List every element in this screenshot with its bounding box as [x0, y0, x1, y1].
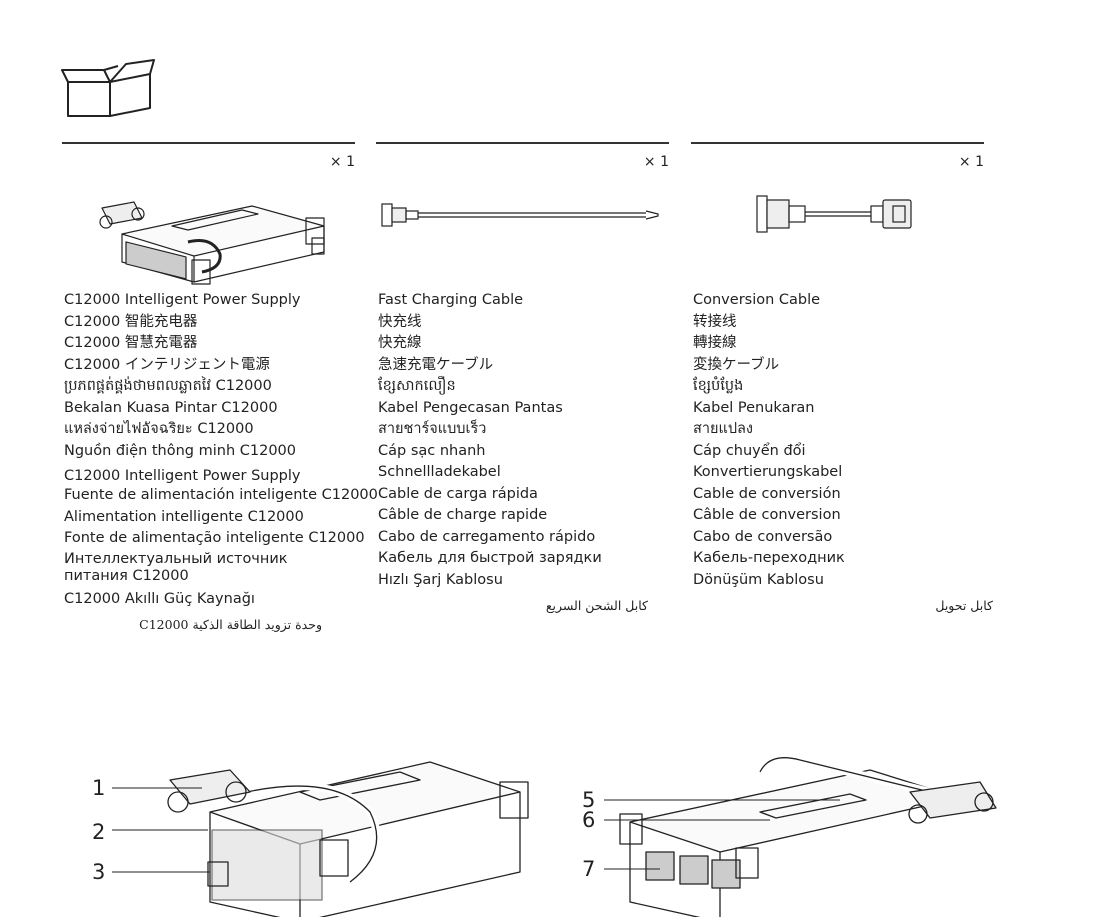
callout-1: 1: [92, 776, 106, 800]
name-tr: Hızlı Şarj Kablosu: [378, 571, 503, 588]
name-vi: Nguồn điện thông minh C12000: [64, 442, 297, 459]
quantity-label: × 1: [643, 154, 669, 170]
name-ja: C12000 インテリジェント電源: [64, 356, 270, 373]
name-zh-hant: 轉接線: [693, 335, 737, 351]
name-zh-hans: C12000 智能充电器: [64, 313, 198, 330]
name-fr: Câble de charge rapide: [378, 507, 548, 523]
name-ja: 急速充電ケーブル: [378, 356, 494, 373]
callout-5: 5: [582, 788, 596, 812]
name-pt: Cabo de carregamento rápido: [378, 528, 596, 545]
conversion-cable-illustration: [756, 195, 912, 233]
power-supply-front-diagram: [112, 761, 529, 917]
name-th: แหล่งจ่ายไฟอัจฉริยะ C12000: [64, 421, 254, 437]
callout-6: 6: [582, 808, 596, 832]
name-ar: كابل الشحن السريع: [545, 598, 648, 613]
name-fr: Alimentation intelligente C12000: [64, 508, 304, 525]
name-de: C12000 Intelligent Power Supply: [64, 468, 301, 484]
item-names: Conversion Cable 转接线 轉接線 変換ケーブル ខ្សែបំប្…: [693, 290, 993, 617]
name-en: Fast Charging Cable: [378, 292, 524, 308]
name-ru: Интеллектуальный источник питания C12000: [64, 550, 288, 584]
name-zh-hant: 快充線: [378, 335, 422, 351]
name-zh-hans: 转接线: [693, 313, 737, 330]
item-column-fast-charging-cable: × 1 Fast Charging Cable 快充线 快充線 急速充電ケーブル…: [376, 142, 669, 613]
name-km: ប្រភពផ្គត់ផ្គង់ថាមពលឆ្លាតវៃ C12000: [64, 378, 272, 394]
name-zh-hant: C12000 智慧充電器: [64, 335, 198, 351]
name-ja: 変換ケーブル: [693, 356, 780, 373]
name-tr: C12000 Akıllı Güç Kaynağı: [64, 590, 255, 607]
name-pt: Fonte de alimentação inteligente C12000: [64, 530, 365, 546]
name-th: สายแปลง: [693, 421, 754, 437]
divider: [691, 142, 984, 144]
name-zh-hans: 快充线: [378, 313, 422, 330]
name-tr: Dönüşüm Kablosu: [693, 571, 824, 588]
name-pt: Cabo de conversão: [693, 528, 833, 545]
name-ms: Bekalan Kuasa Pintar C12000: [64, 399, 278, 416]
name-es: Cable de carga rápida: [378, 485, 538, 502]
name-vi: Cáp chuyển đổi: [693, 442, 806, 459]
name-de: Schnellladekabel: [378, 464, 501, 480]
name-en: C12000 Intelligent Power Supply: [64, 292, 301, 308]
name-ar: وحدة تزويد الطاقة الذكية C12000: [139, 617, 322, 632]
callout-3: 3: [92, 860, 106, 884]
callout-2: 2: [92, 820, 106, 844]
name-en: Conversion Cable: [693, 292, 821, 308]
name-ar: كابل تحويل: [935, 598, 993, 613]
item-names: Fast Charging Cable 快充线 快充線 急速充電ケーブル ខ្ស…: [378, 290, 678, 617]
name-de: Konvertierungskabel: [693, 464, 843, 480]
power-supply-rear-diagram: [604, 753, 997, 917]
item-column-conversion-cable: × 1 Conversion Cable 转接线 轉接線 変換ケーブル ខ្សែ…: [691, 142, 993, 613]
name-ms: Kabel Penukaran: [693, 399, 815, 416]
name-fr: Câble de conversion: [693, 507, 841, 523]
name-km: ខ្សែសាកលឿន: [378, 378, 456, 394]
name-es: Cable de conversión: [693, 485, 841, 502]
quantity-label: × 1: [958, 154, 984, 170]
open-box-icon: [61, 59, 155, 117]
name-ms: Kabel Pengecasan Pantas: [378, 399, 563, 416]
divider: [62, 142, 355, 144]
item-column-power-supply: × 1 C12000 Intelligent Power Supply C120…: [62, 142, 378, 632]
callout-7: 7: [582, 857, 596, 881]
name-ru: Кабель-переходник: [693, 550, 845, 566]
item-names: C12000 Intelligent Power Supply C12000 智…: [64, 290, 378, 636]
name-ru: Кабель для быстрой зарядки: [378, 550, 602, 566]
power-supply-illustration: [99, 201, 325, 285]
name-vi: Cáp sạc nhanh: [378, 442, 486, 459]
name-km: ខ្សែបំប្លែង: [693, 378, 744, 394]
name-es: Fuente de alimentación inteligente C1200…: [64, 487, 378, 503]
quantity-label: × 1: [329, 154, 355, 170]
divider: [376, 142, 669, 144]
fast-charging-cable-illustration: [381, 203, 659, 227]
name-th: สายชาร์จแบบเร็ว: [378, 421, 487, 437]
